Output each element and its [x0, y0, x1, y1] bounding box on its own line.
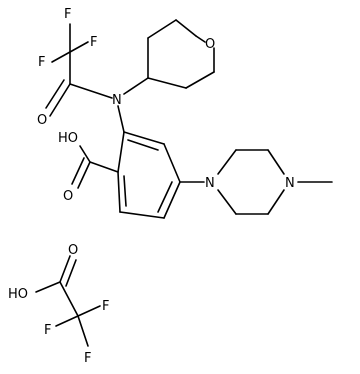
- bond-cooh-o-1: [77, 161, 91, 189]
- atom-ho-tfa: HO: [8, 287, 28, 302]
- bond-ring-c1-c2: [117, 131, 125, 173]
- atom-ho-acid: HO: [58, 131, 78, 146]
- bond-oxane-3: [175, 19, 197, 37]
- bond-ring-inner-3: [123, 175, 127, 207]
- bond-ring-c3-c4: [163, 143, 181, 183]
- atom-o-acid: O: [63, 189, 73, 204]
- atom-n-pip2: N: [285, 176, 295, 191]
- atom-o-amide: O: [37, 113, 47, 128]
- bond-oxane-6: [147, 77, 187, 89]
- bond-ring-c2-c3: [123, 131, 165, 145]
- atom-f-tfa3: F: [84, 351, 91, 366]
- bond-tfa-ho-c: [35, 281, 61, 293]
- bond-tfa-c-f3: [77, 315, 89, 347]
- atom-f-tfa2: F: [102, 299, 109, 314]
- bond-tfa-c-f1: [55, 315, 79, 327]
- bond-carbonyl-n: [69, 83, 113, 99]
- atom-labels: F F F O N O HO O N N HO O F F F: [8, 7, 295, 366]
- bond-cooh-o-2: [71, 157, 85, 185]
- bond-pip-4: [267, 189, 285, 215]
- bond-ring-inner-1: [127, 139, 159, 151]
- bond-ring-inner-2: [157, 181, 173, 213]
- bond-n-aryl: [117, 105, 125, 133]
- bond-pip-3: [267, 149, 285, 175]
- bond-ring-cooh: [89, 161, 119, 173]
- bond-ring-c5-c6: [119, 211, 165, 219]
- atom-f-left: F: [38, 55, 45, 70]
- bond-n-oxane: [123, 77, 149, 95]
- atom-f-right: F: [90, 35, 97, 50]
- bond-cooh-oh: [79, 145, 91, 163]
- bond-tfa-c-o-2: [65, 259, 77, 287]
- atom-f-top: F: [64, 7, 71, 22]
- atom-n-pip1: N: [205, 176, 215, 191]
- atom-f-tfa1: F: [44, 323, 51, 338]
- atom-o-ring: O: [205, 37, 215, 52]
- bond-ring-c6-c1: [117, 171, 121, 213]
- bond-tfa-c-o-1: [59, 255, 71, 283]
- bond-pip-6: [217, 189, 237, 215]
- atom-n-amide: N: [112, 93, 122, 108]
- bond-ring-c4-c5: [163, 181, 181, 219]
- bond-c-f-left: [51, 51, 71, 63]
- bond-carbonyl-o-2: [45, 79, 65, 109]
- bond-carbonyl-o-1: [49, 83, 71, 117]
- bond-tfa-c-f2: [77, 305, 101, 317]
- bond-c-f-right: [69, 41, 89, 53]
- bonds: [35, 19, 333, 347]
- atom-o-tfa: O: [68, 243, 78, 258]
- bond-oxane-o: [195, 35, 206, 43]
- bond-oxane-5: [185, 71, 215, 89]
- bond-oxane-2: [147, 19, 177, 39]
- bond-pip-1: [217, 149, 237, 175]
- bond-tfa-c-c: [59, 281, 79, 317]
